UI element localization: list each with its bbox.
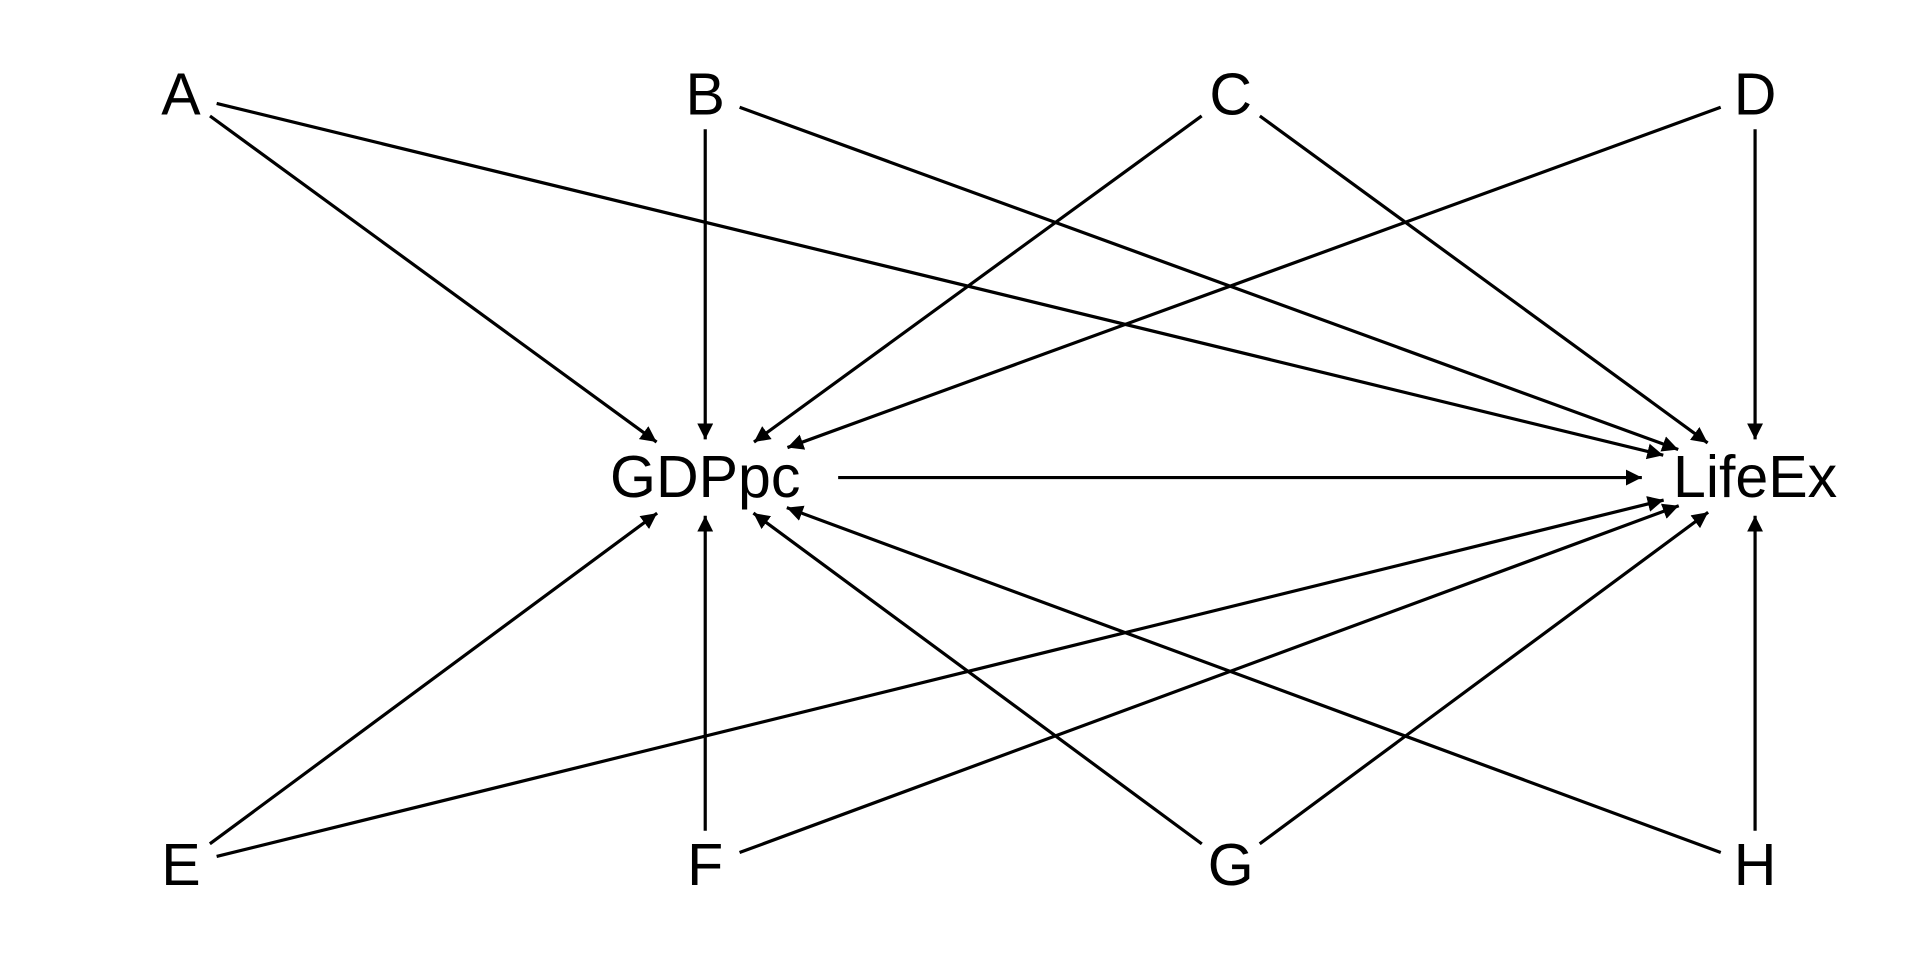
node-C: C (1209, 61, 1252, 127)
edge-H-to-GDPpc (786, 505, 1722, 855)
edge-A-to-GDPpc (209, 114, 658, 444)
node-H: H (1734, 832, 1777, 898)
edge-C-to-GDPpc (753, 114, 1203, 444)
node-B: B (686, 61, 725, 127)
node-LifeEx: LifeEx (1673, 444, 1837, 510)
node-E: E (161, 832, 200, 898)
edge-G-to-GDPpc (752, 511, 1203, 846)
edge-C-to-LifeEx (1258, 114, 1709, 445)
edge-F-to-LifeEx (739, 503, 1680, 855)
edge-E-to-GDPpc (208, 511, 659, 846)
node-G: G (1208, 832, 1254, 898)
node-A: A (161, 61, 201, 127)
edge-E-to-LifeEx (216, 496, 1665, 858)
edge-A-to-LifeEx (216, 101, 1664, 460)
node-D: D (1734, 61, 1777, 127)
node-F: F (687, 832, 723, 898)
node-GDPpc: GDPpc (610, 444, 800, 510)
edge-B-to-LifeEx (739, 105, 1679, 452)
edge-D-to-GDPpc (786, 105, 1722, 450)
edge-G-to-LifeEx (1258, 510, 1710, 846)
